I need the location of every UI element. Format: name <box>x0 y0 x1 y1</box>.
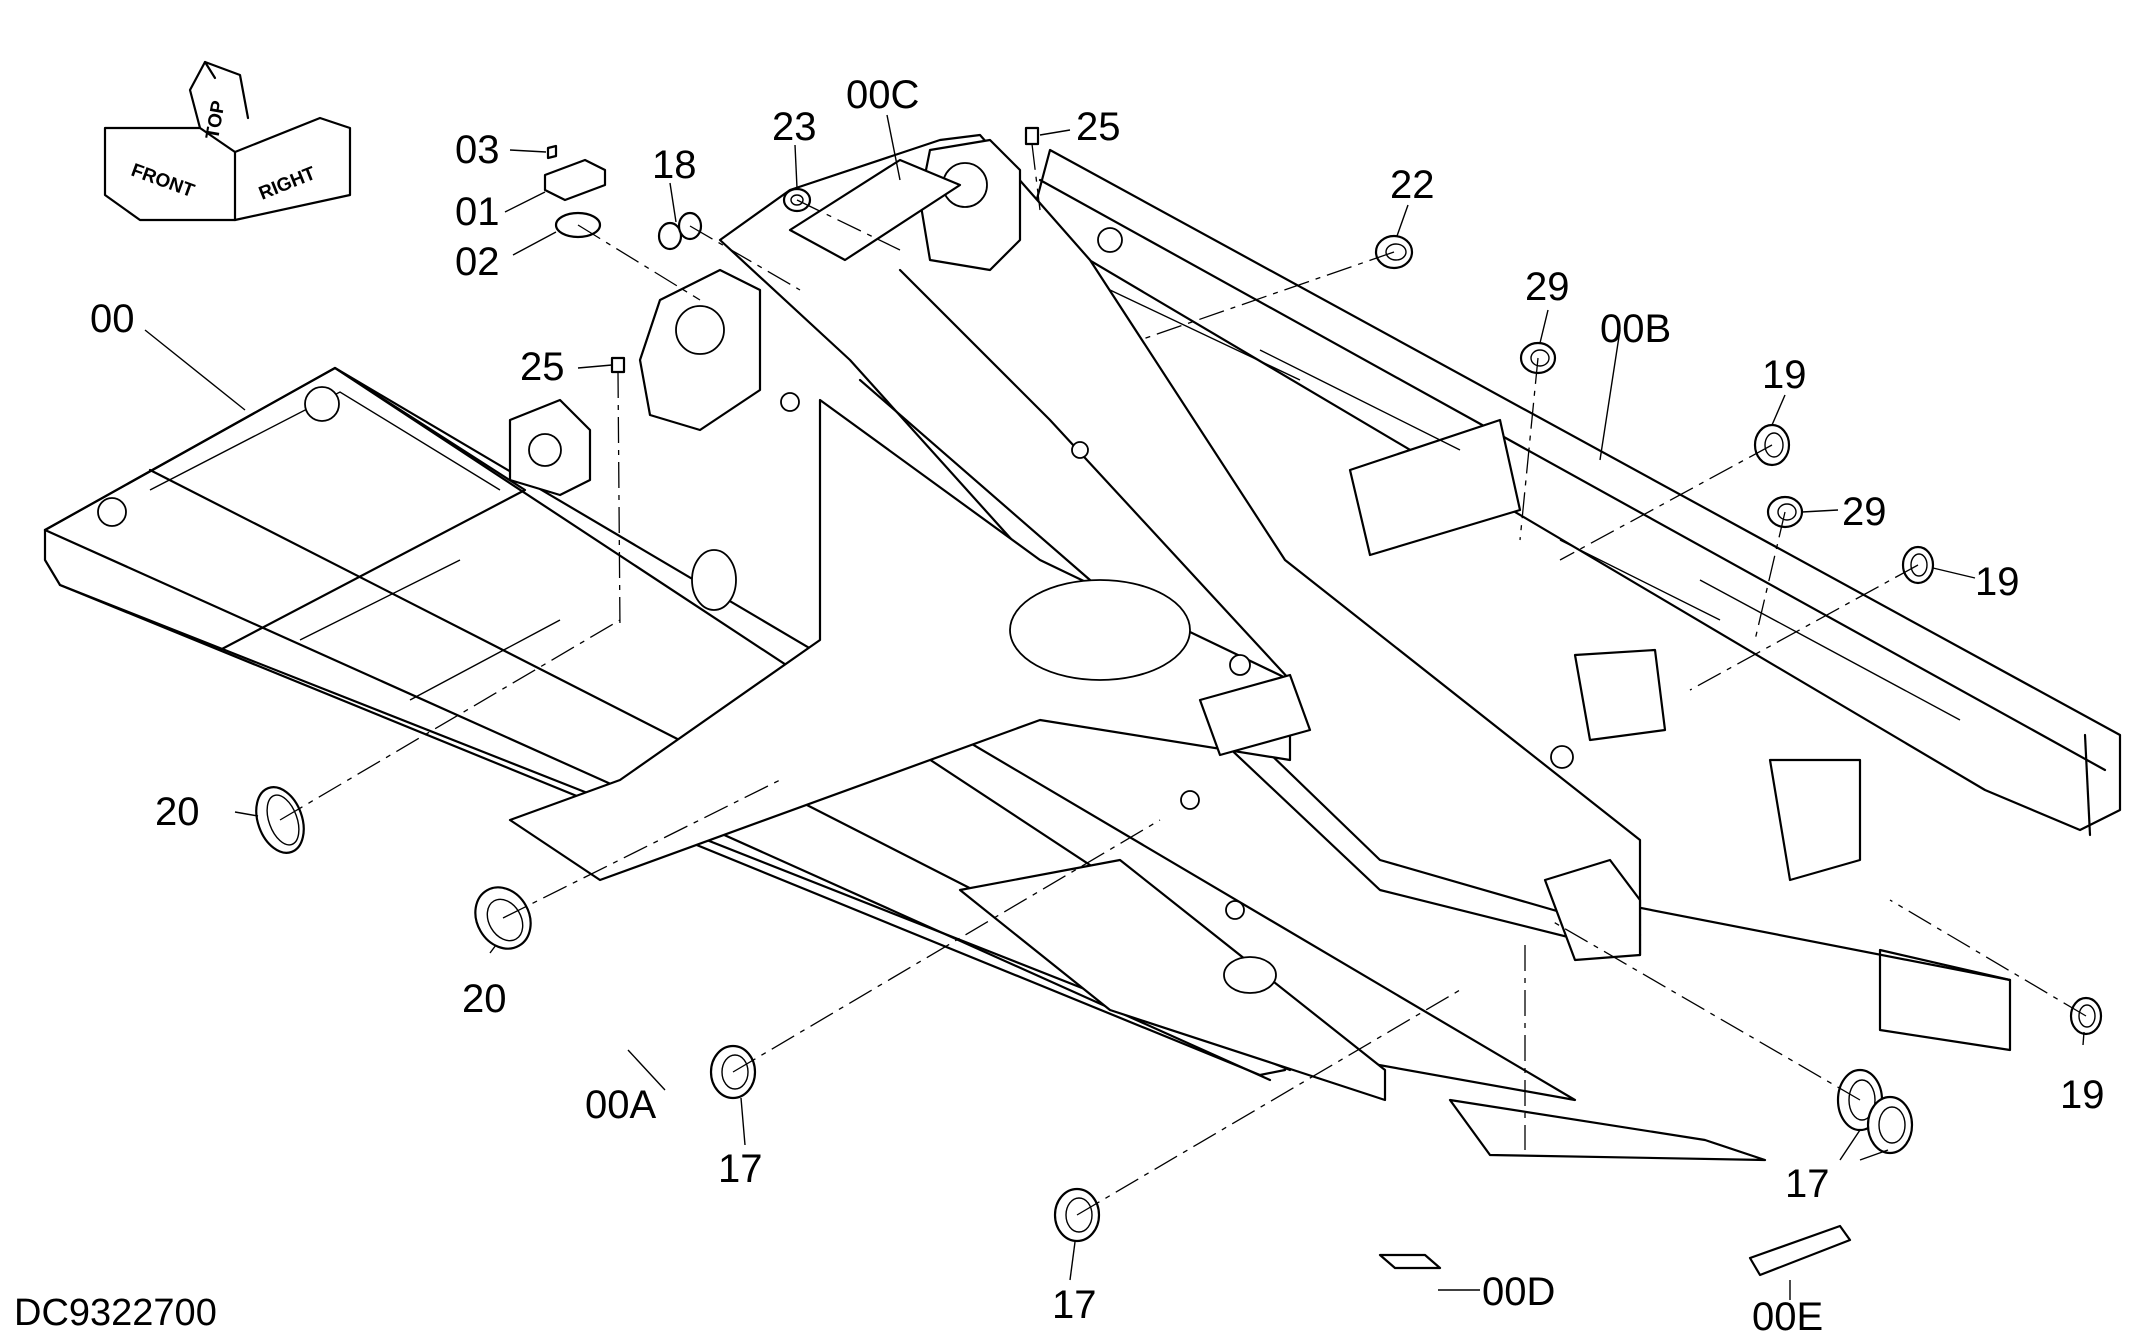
swing-bearing-ring <box>1009 579 1191 681</box>
part-label-19-top: 19 <box>1762 353 1807 397</box>
frame-hole <box>97 497 127 527</box>
part-label-17-right: 17 <box>1785 1162 1830 1206</box>
bushing-18-a <box>657 221 683 251</box>
frame-hole <box>304 386 340 422</box>
part-label-00d: 00D <box>1482 1270 1555 1314</box>
part-labels: 00 00A 00B 00C 00D 00E 01 02 03 17 17 17… <box>90 73 2105 1338</box>
orientation-symbol: FRONT TOP RIGHT <box>103 60 352 222</box>
part-label-18: 18 <box>652 143 697 187</box>
part-label-19-bottom: 19 <box>2060 1073 2105 1117</box>
leader-lines <box>144 114 2085 1300</box>
frame-hole <box>1097 227 1123 253</box>
orientation-right-label: RIGHT <box>256 163 319 205</box>
drawing-number: DC9322700 <box>14 1292 217 1334</box>
part-label-03: 03 <box>455 128 500 172</box>
part-label-19-mid: 19 <box>1975 560 2020 604</box>
frame-hole <box>1550 745 1574 769</box>
boss-hole <box>675 305 725 355</box>
boss-hole <box>528 433 562 467</box>
part-label-23: 23 <box>772 105 817 149</box>
frame-assembly <box>43 133 2122 1162</box>
part-label-02: 02 <box>455 240 500 284</box>
part-label-29-top: 29 <box>1525 265 1570 309</box>
cover-plate-01 <box>543 158 607 202</box>
part-label-00e: 00E <box>1752 1295 1823 1338</box>
frame-hole <box>780 392 800 412</box>
part-label-25-lower: 25 <box>520 345 565 389</box>
part-label-29-lower: 29 <box>1842 490 1887 534</box>
frame-hole <box>1225 900 1245 920</box>
frame-cutout <box>691 549 737 611</box>
part-label-20-lower: 20 <box>462 977 507 1021</box>
part-label-00c: 00C <box>846 73 919 117</box>
part-label-00: 00 <box>90 297 135 341</box>
part-label-00a: 00A <box>585 1083 656 1127</box>
part-label-25-upper: 25 <box>1076 105 1121 149</box>
part-label-20-upper: 20 <box>155 790 200 834</box>
orientation-front-label: FRONT <box>128 160 197 202</box>
frame-cutout <box>1223 956 1277 994</box>
part-label-00b: 00B <box>1600 307 1671 351</box>
shim-00e <box>1748 1224 1852 1277</box>
assembly-centerlines <box>279 143 2087 1216</box>
shim-00d <box>1378 1253 1442 1270</box>
frame-hole <box>1071 441 1089 459</box>
pin-25-upper <box>1024 126 1040 146</box>
bolt-03 <box>546 144 558 160</box>
orientation-top-label: TOP <box>202 99 229 141</box>
part-label-22: 22 <box>1390 163 1435 207</box>
part-label-17-mid: 17 <box>718 1147 763 1191</box>
part-label-01: 01 <box>455 190 500 234</box>
part-label-17-bottom: 17 <box>1052 1283 1097 1327</box>
frame-hole <box>1180 790 1200 810</box>
frame-hole <box>1229 654 1251 676</box>
pin-25-lower <box>610 356 626 374</box>
